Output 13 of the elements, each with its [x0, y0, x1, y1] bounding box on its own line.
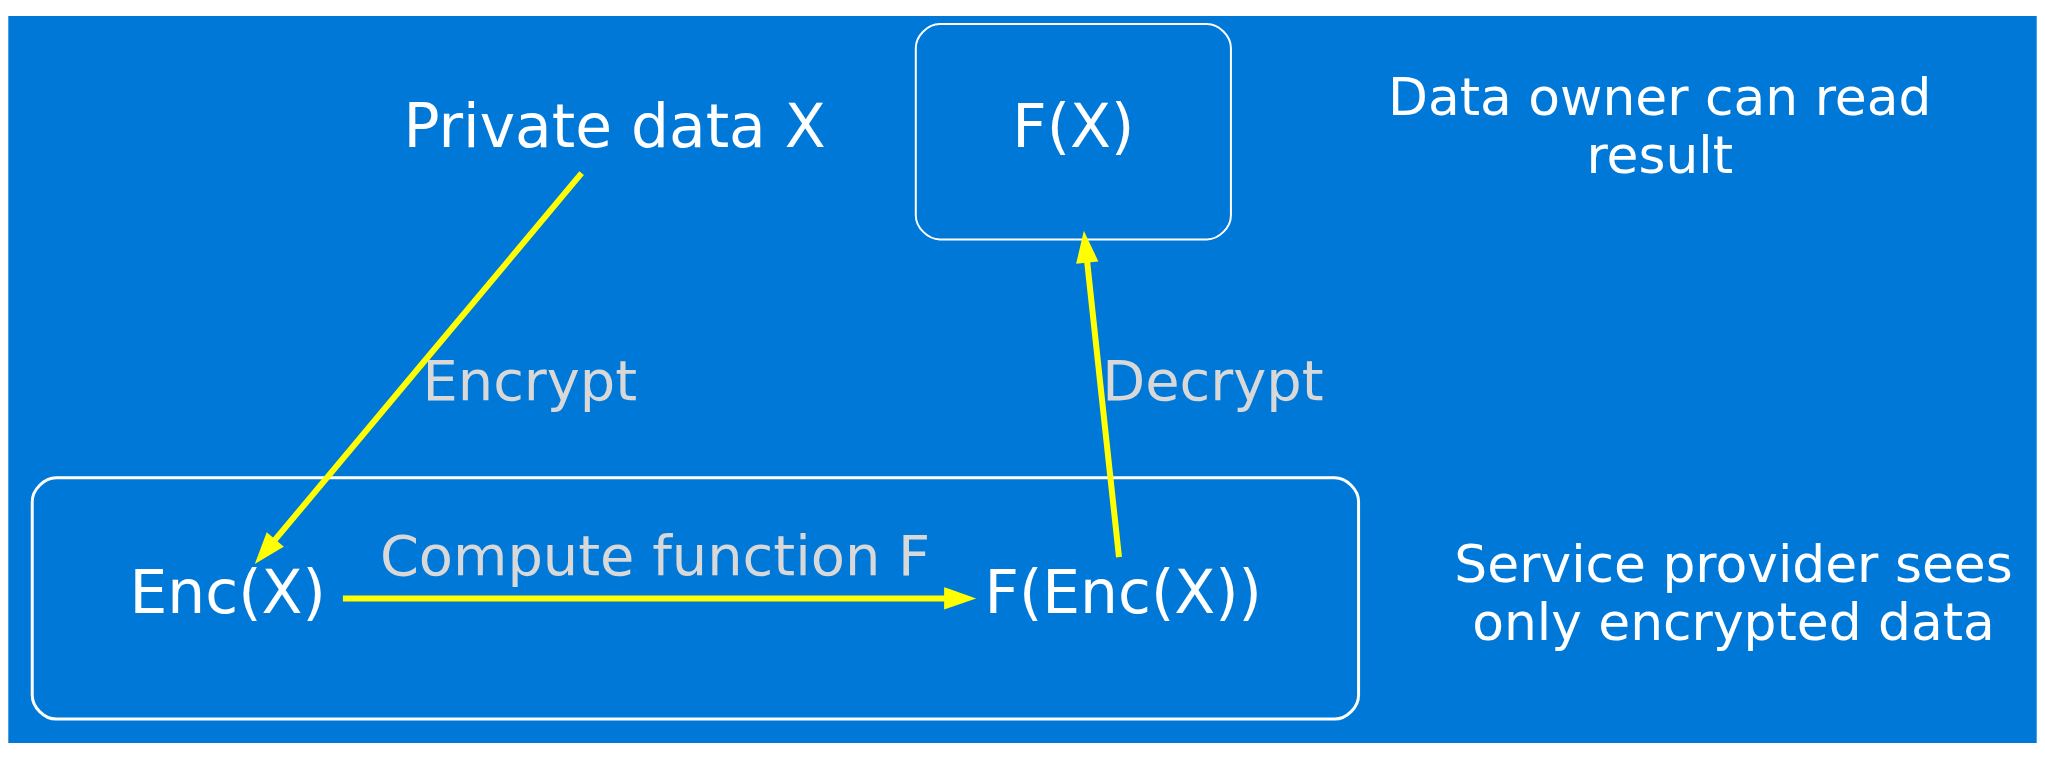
- edge-label: Decrypt: [1102, 347, 1324, 413]
- arrow: [342, 587, 977, 610]
- cluster: [30, 476, 1361, 721]
- arrow: [254, 171, 584, 564]
- edge-label: Compute function F: [379, 523, 931, 589]
- edge-label: Encrypt: [422, 347, 638, 413]
- node-box: F(X): [914, 23, 1232, 241]
- node-text: Private data X: [403, 90, 826, 161]
- node-text: Enc(X): [129, 557, 326, 628]
- node-label: Data owner can read result: [1388, 67, 1932, 186]
- arrow: [1076, 230, 1122, 558]
- node-text: F(Enc(X)): [984, 557, 1262, 628]
- node-label: Service provider sees only encrypted data: [1454, 534, 2013, 652]
